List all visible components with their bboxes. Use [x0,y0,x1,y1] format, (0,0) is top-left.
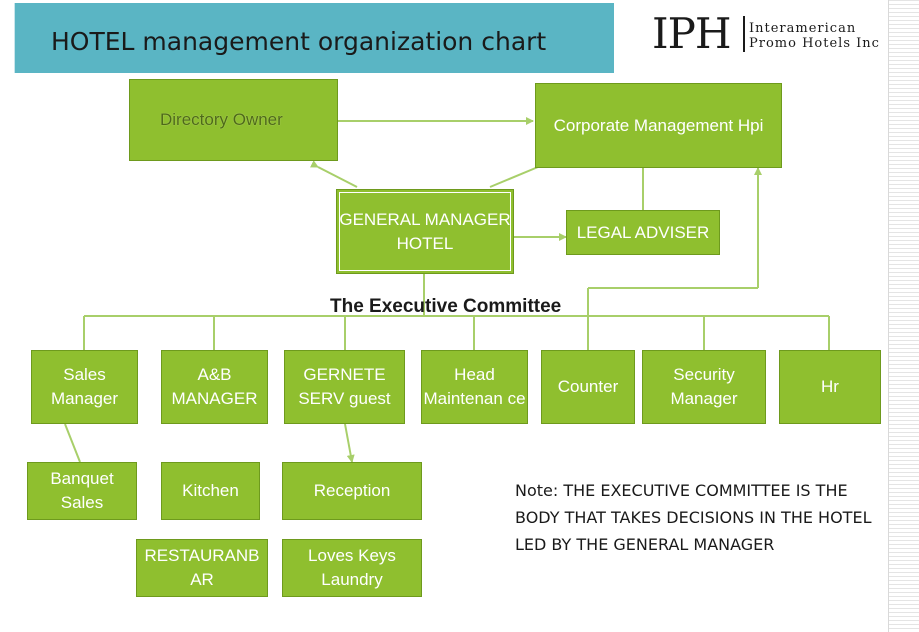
connector-gernete-reception [344,423,355,463]
node-sales-manager: Sales Manager [31,350,138,424]
logo-mark: IPH [652,9,731,58]
node-reception: Reception [282,462,422,520]
node-directory-owner: Directory Owner [129,79,338,161]
node-head-maintenance: Head Maintenan ce [421,350,528,424]
node-banquet-sales: Banquet Sales [27,462,137,520]
node-counter: Counter [541,350,635,424]
node-gernete-serv: GERNETE SERV guest [284,350,405,424]
logo-line-2: Promo Hotels Inc [749,36,880,51]
node-legal-adviser: LEGAL ADVISER [566,210,720,255]
chart-title: HOTEL management organization chart [51,27,547,56]
connector-corporate-gm [489,160,546,188]
node-loves-keys-laundry: Loves Keys Laundry [282,539,422,597]
node-restaurant-bar: RESTAURANB AR [136,539,268,597]
node-security-manager: Security Manager [642,350,766,424]
title-bar: HOTEL management organization chart [14,3,614,73]
connector-owner-gm [309,160,358,188]
logo-divider [743,16,745,52]
note-text: Note: THE EXECUTIVE COMMITTEE IS THE BOD… [515,481,872,554]
node-general-manager: GENERAL MANAGER HOTEL [336,189,514,274]
node-corporate-management: Corporate Management Hpi [535,83,782,168]
node-kitchen: Kitchen [161,462,260,520]
executive-committee-label: The Executive Committee [330,296,562,317]
logo-line-1: Interamerican [749,21,857,36]
node-ab-manager: A&B MANAGER [161,350,268,424]
node-hr: Hr [779,350,881,424]
connector-sales-banquet [64,423,81,463]
page-edge-decoration [888,0,919,632]
